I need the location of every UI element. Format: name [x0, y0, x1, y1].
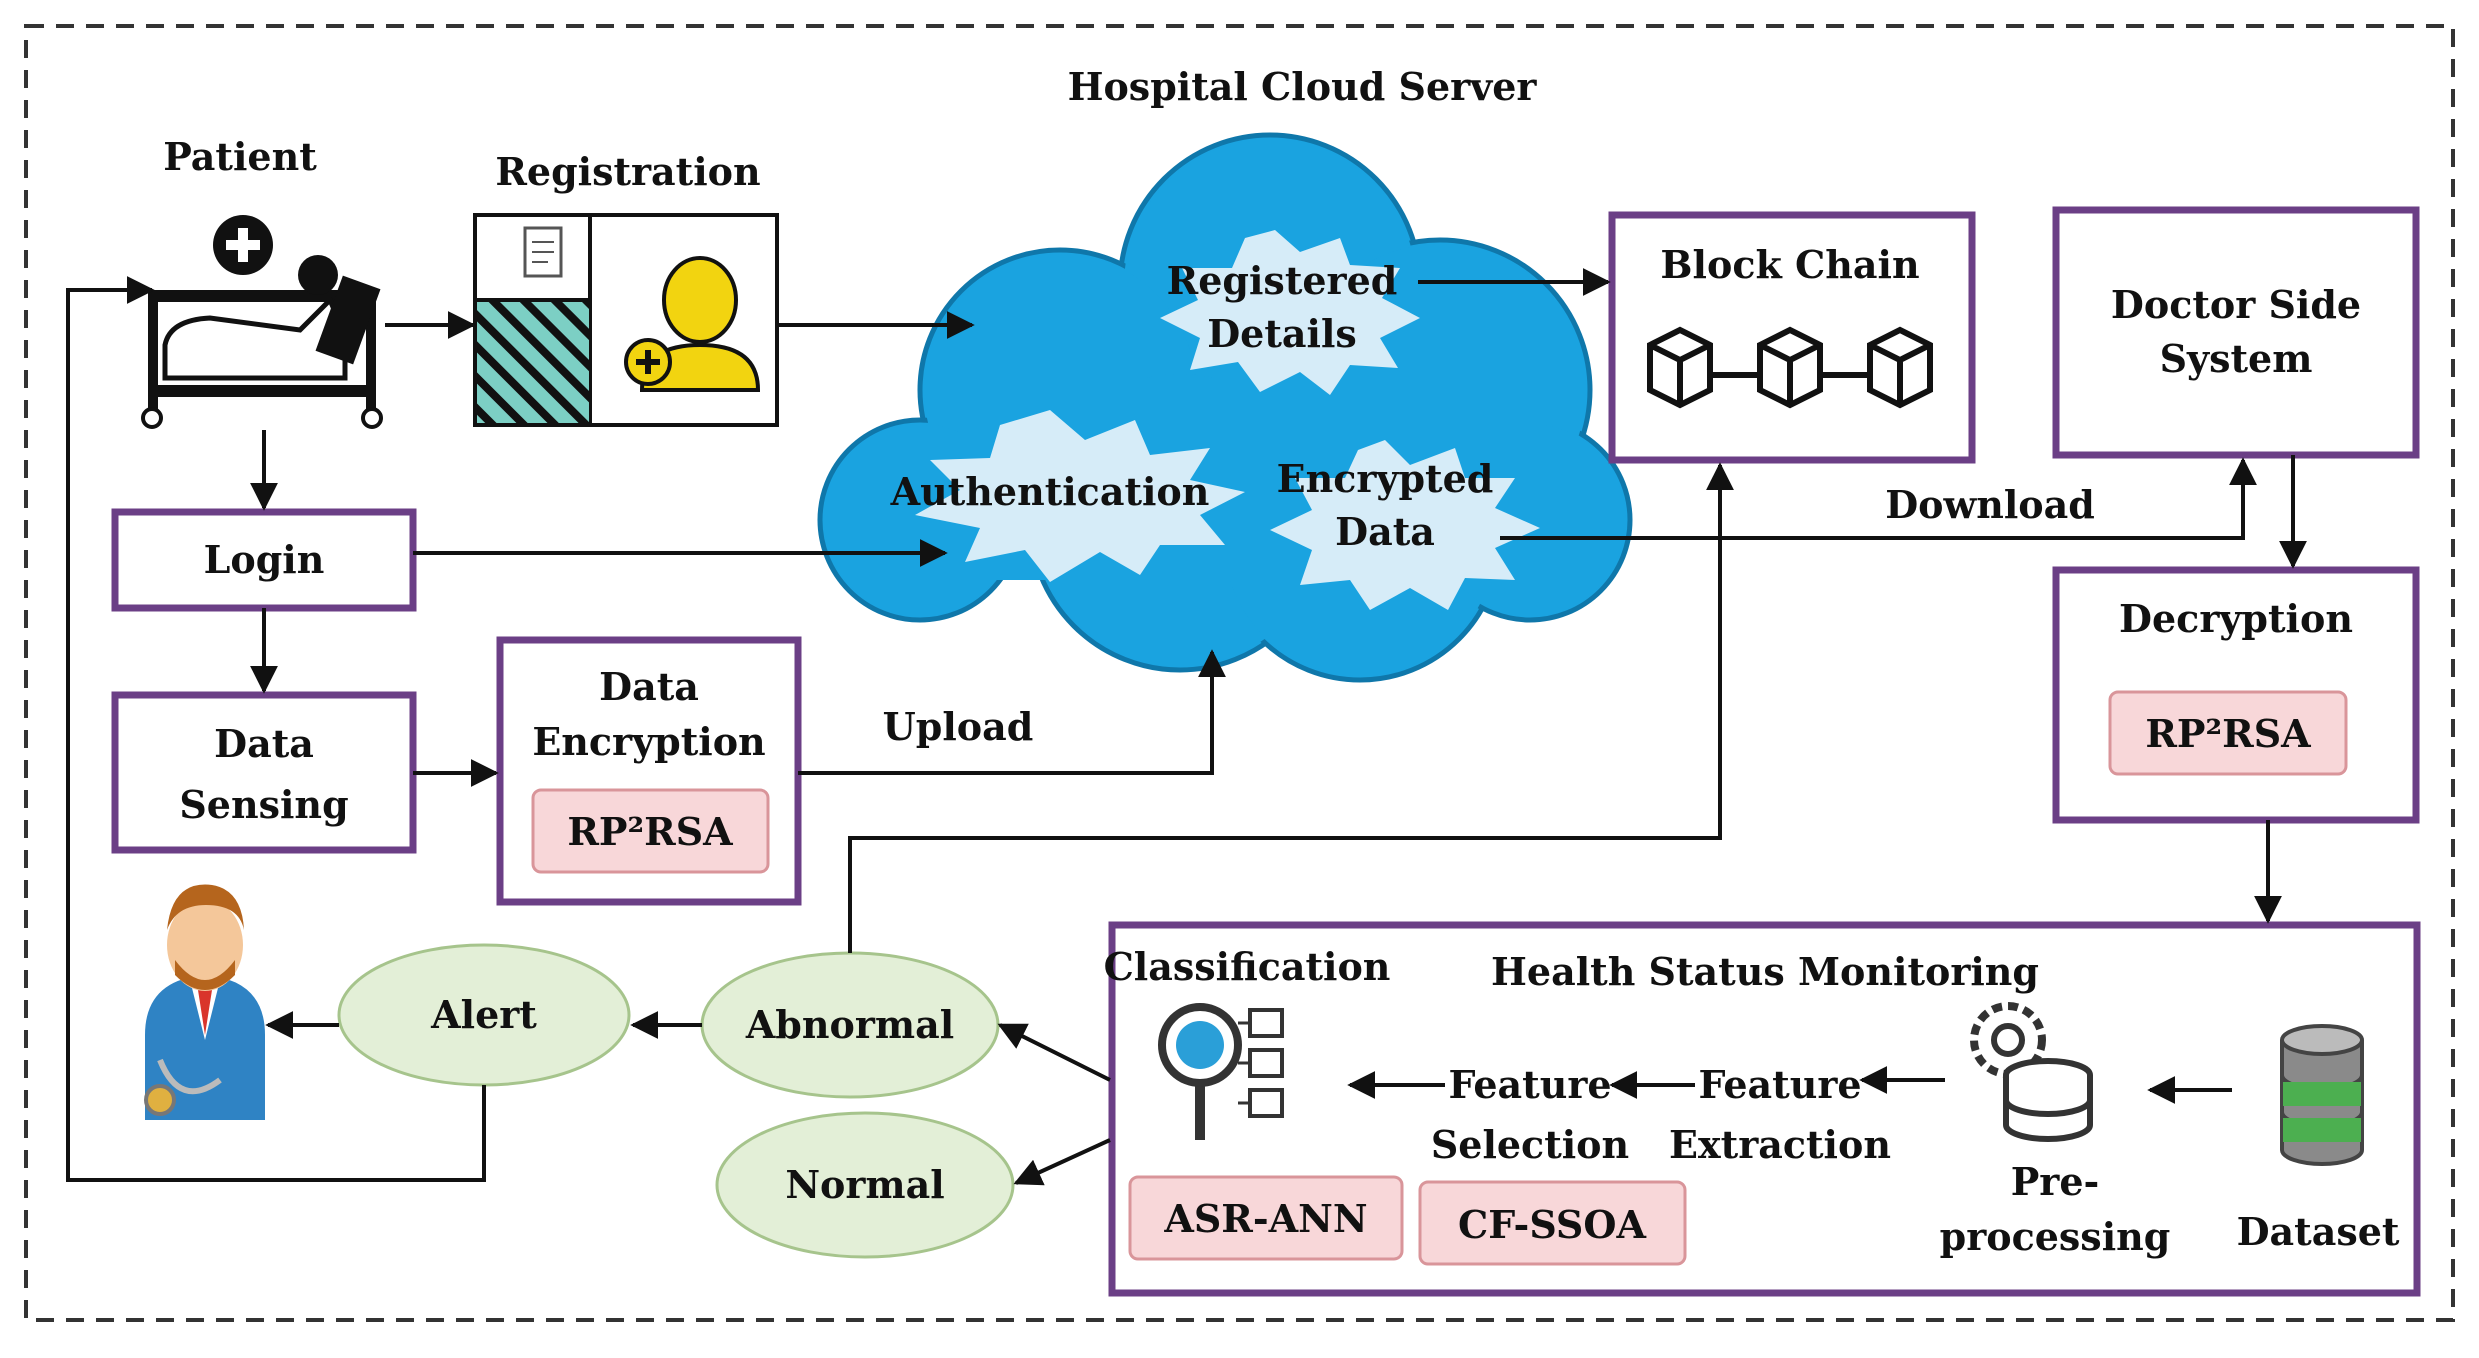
decryption-label: Decryption	[2119, 596, 2353, 641]
download-label: Download	[1885, 482, 2095, 527]
patient-bed-icon	[141, 215, 383, 429]
asr-ann-box	[1128, 1175, 1404, 1261]
health-monitoring-title: Health Status Monitoring	[1491, 949, 2039, 994]
diagram-title: Hospital Cloud Server	[1068, 64, 1538, 109]
authentication-label: Authentication	[890, 469, 1210, 514]
data-sensing-line1: Data	[214, 721, 314, 766]
login-label: Login	[204, 537, 325, 582]
abnormal-label: Abnormal	[745, 1002, 954, 1047]
preprocessing-line2: processing	[1940, 1214, 2171, 1259]
upload-label: Upload	[883, 704, 1034, 749]
user-plus-icon	[624, 256, 761, 392]
feature-extraction-line1: Feature	[1698, 1062, 1861, 1107]
encrypted-data-line1: Encrypted	[1277, 456, 1494, 501]
data-encryption-algo: RP²RSA	[567, 809, 733, 854]
doctor-icon	[144, 884, 265, 1120]
data-encryption-algo-box	[531, 788, 770, 874]
doctor-side-system-box	[2052, 206, 2420, 459]
outer-frame	[24, 24, 2455, 1322]
authentication-burst	[915, 410, 1245, 582]
preprocessing-line1: Pre-	[2011, 1159, 2100, 1204]
doctor-side-line2: System	[2160, 336, 2313, 381]
decryption-algo: RP²RSA	[2145, 711, 2311, 756]
encrypted-data-line2: Data	[1335, 509, 1435, 554]
registration-label: Registration	[495, 149, 760, 194]
data-sensing-box	[111, 691, 417, 854]
feature-extraction-line2: Extraction	[1669, 1122, 1891, 1167]
dataset-label: Dataset	[2237, 1209, 2400, 1254]
encrypted-data-burst	[1270, 440, 1540, 610]
classification-icon	[1158, 1003, 1284, 1140]
cloud-shape	[817, 132, 1633, 683]
database-icon	[2280, 1024, 2364, 1166]
feature-selection-line2: Selection	[1431, 1122, 1629, 1167]
cf-ssoa-box	[1418, 1180, 1687, 1266]
block-chain-label: Block Chain	[1660, 242, 1919, 287]
preprocessing-gear-icon	[1970, 1002, 2093, 1142]
registered-details-burst	[1160, 230, 1420, 395]
feature-selection-line1: Feature	[1448, 1062, 1611, 1107]
normal-label: Normal	[785, 1162, 944, 1207]
data-encryption-line2: Encryption	[532, 719, 765, 764]
registered-details-line1: Registered	[1167, 258, 1398, 303]
cf-ssoa-label: CF-SSOA	[1458, 1202, 1646, 1247]
patient-label: Patient	[163, 134, 317, 179]
data-encryption-line1: Data	[599, 664, 699, 709]
data-sensing-line2: Sensing	[179, 782, 348, 827]
asr-ann-label: ASR-ANN	[1163, 1196, 1367, 1241]
decryption-algo-box	[2108, 690, 2348, 776]
doctor-side-line1: Doctor Side	[2111, 282, 2361, 327]
normal-oval	[715, 1111, 1015, 1259]
blockchain-icon	[1647, 326, 1933, 409]
connectors	[66, 268, 2307, 1186]
classification-label: Classification	[1104, 944, 1391, 989]
alert-label: Alert	[430, 992, 537, 1037]
registered-details-line2: Details	[1207, 311, 1357, 356]
